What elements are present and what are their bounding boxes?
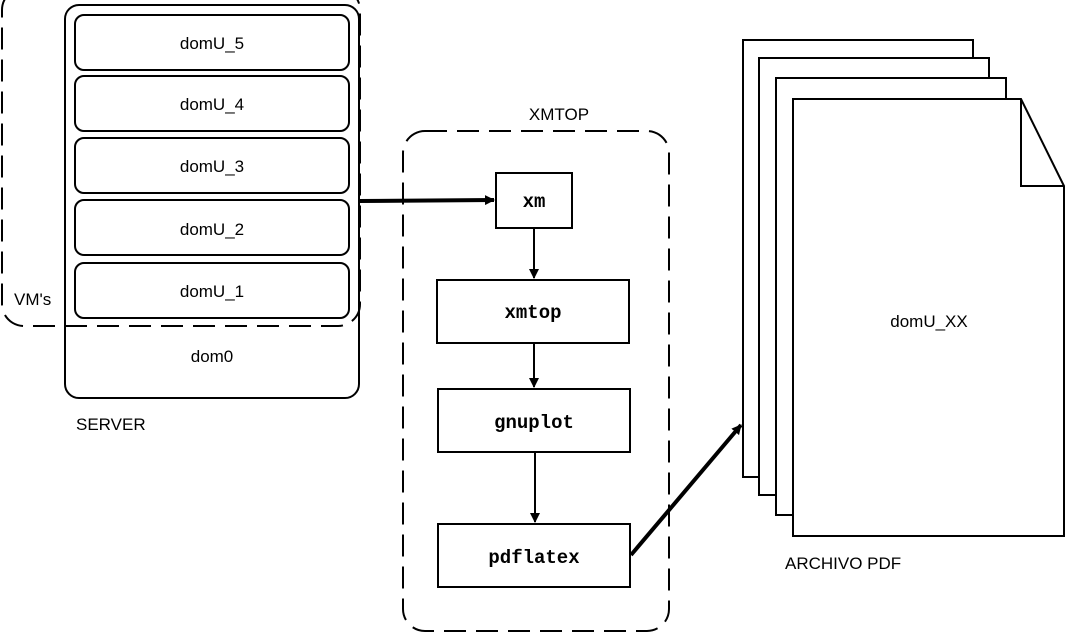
pdflatex-step-box: pdflatex xyxy=(437,523,631,588)
dom0-label: dom0 xyxy=(191,347,234,366)
domu-2-box: domU_2 xyxy=(74,199,350,256)
domu-label: domU_4 xyxy=(180,95,244,114)
domu-5-box: domU_5 xyxy=(74,14,350,71)
server-box xyxy=(64,4,360,399)
server-label: SERVER xyxy=(76,415,146,434)
pdflatex-to-archive-arrow xyxy=(629,423,743,557)
domu-label: domU_2 xyxy=(180,220,244,239)
vms-group xyxy=(1,0,361,327)
step-label: xm xyxy=(523,191,546,213)
pdf-document-label: domU_XX xyxy=(890,312,967,331)
domu-4-box: domU_4 xyxy=(74,75,350,132)
step-label: xmtop xyxy=(504,302,561,324)
server-to-xm-arrow xyxy=(358,195,495,206)
step-label: pdflatex xyxy=(488,547,579,569)
domu-label: domU_1 xyxy=(180,282,244,301)
vms-label: VM's xyxy=(14,290,51,309)
domu-label: domU_5 xyxy=(180,34,244,53)
xmtop-group xyxy=(402,130,670,632)
domu-3-box: domU_3 xyxy=(74,137,350,194)
page-fold-icon xyxy=(1020,99,1064,187)
domu-label: domU_3 xyxy=(180,157,244,176)
pdf-document-stack xyxy=(742,39,1065,537)
step-label: gnuplot xyxy=(494,412,574,434)
xmtop-step-box: xmtop xyxy=(436,279,630,344)
gnuplot-step-box: gnuplot xyxy=(437,388,631,453)
xm-step-box: xm xyxy=(495,172,573,229)
xmtop-group-label: XMTOP xyxy=(529,105,589,124)
archive-label: ARCHIVO PDF xyxy=(785,554,901,573)
domu-1-box: domU_1 xyxy=(74,262,350,319)
